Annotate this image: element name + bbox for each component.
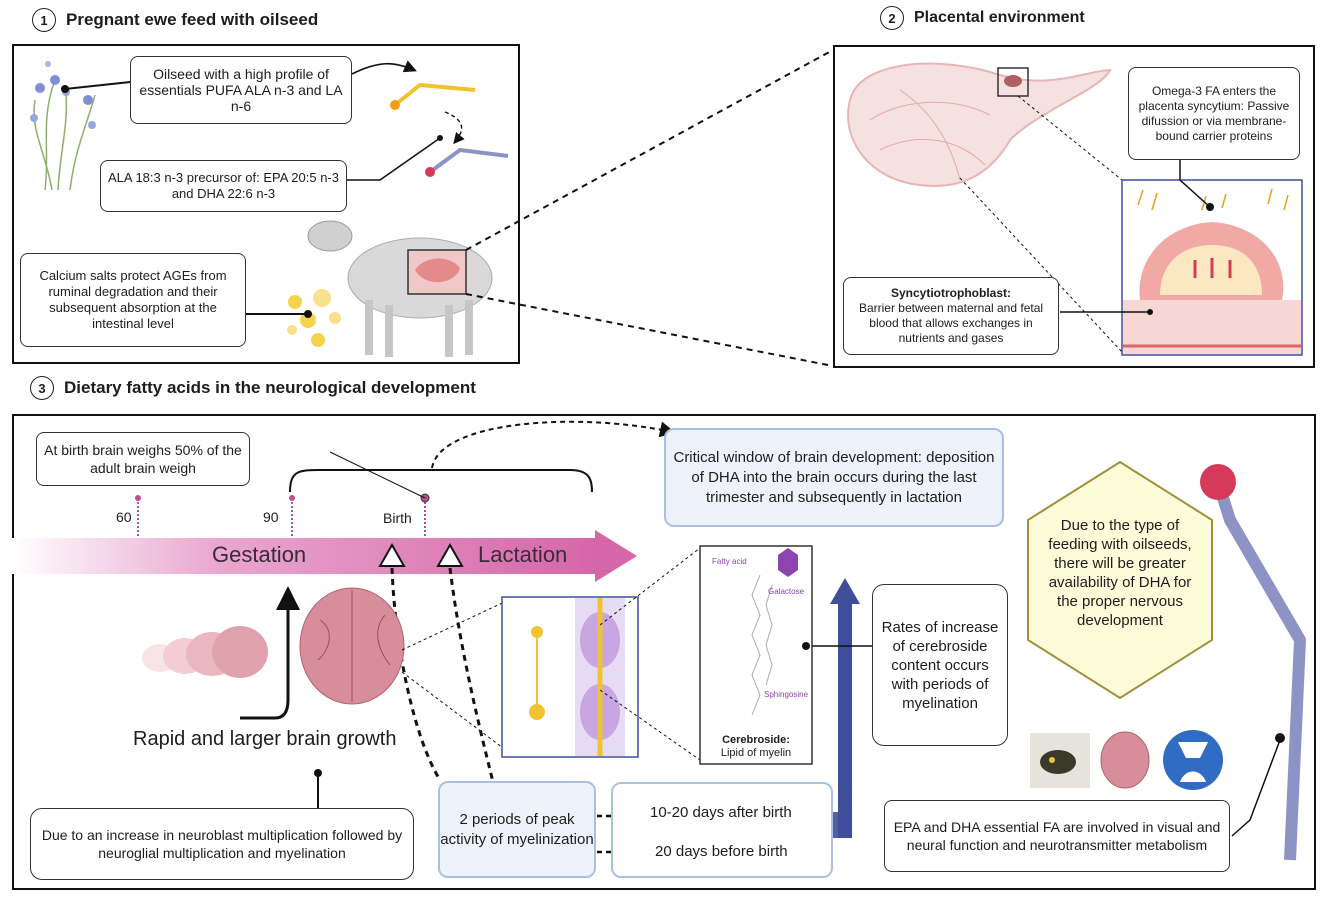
hexagon-shape [1027,460,1213,700]
ala-molecule-icon [390,82,476,110]
timing-box [611,782,833,878]
epa-dha-callout: EPA and DHA essential FA are involved in… [884,800,1230,872]
cerebroside-icon [751,548,798,716]
section3-title-text: Dietary fatty acids in the neurological … [64,378,476,397]
section3-title: 3 Dietary fatty acids in the neurologica… [30,376,476,400]
lactation-label: Lactation [478,542,568,567]
rates-callout: Rates of increase of cerebroside content… [872,584,1008,746]
eye-icon [1040,750,1076,774]
before-birth-label: 20 days before birth [655,843,788,860]
dha-large-icon [1200,464,1306,861]
fatty-acid-label: Fatty acid [712,557,747,566]
tick-90-label: 90 [263,509,279,525]
critical-window-box: Critical window of brain development: de… [664,428,1004,527]
oilseed-callout: Oilseed with a high profile of essential… [130,56,352,124]
syncytio-title: Syncytiotrophoblast: [890,286,1011,300]
ala-callout: ALA 18:3 n-3 precursor of: EPA 20:5 n-3 … [100,160,347,212]
syncytio-callout: Syncytiotrophoblast: Barrier between mat… [843,277,1059,355]
section2-title-text: Placental environment [914,9,1085,26]
brain-growth-icon [142,587,405,705]
after-birth-label: 10-20 days after birth [650,804,792,821]
omega-callout: Omega-3 FA enters the placenta syncytium… [1128,67,1300,160]
peak-periods-box: 2 periods of peak activity of myelinizat… [438,781,596,878]
cerebroside-inset [699,545,813,765]
section1-number: 1 [32,8,56,32]
fat-globules-icon [287,289,341,347]
flax-plant-icon [30,61,96,191]
calcium-callout: Calcium salts protect AGEs from ruminal … [20,253,246,347]
neuroblast-callout: Due to an increase in neuroblast multipl… [30,808,414,880]
timeline-arrow [12,530,637,582]
section1-title-text: Pregnant ewe feed with oilseed [66,10,319,29]
panel-ewe-feed [12,44,520,364]
brain-small-icon [1100,731,1150,789]
synapse-icon [1163,730,1223,790]
section2-number: 2 [880,6,904,30]
tick-birth-label: Birth [383,510,412,526]
panel-neuro [12,414,1316,890]
syncytio-text: Barrier between maternal and fetal blood… [858,301,1044,345]
neuron-icon [529,598,625,756]
cerebroside-title: Cerebroside: [722,734,790,746]
section1-title: 1 Pregnant ewe feed with oilseed [32,8,318,32]
section2-title: 2 Placental environment [880,6,1085,30]
sphingosine-label: Sphingosine [764,690,809,699]
panel-placenta [833,45,1315,368]
gestation-label: Gestation [212,542,307,567]
sheep-icon [307,220,493,357]
section3-number: 3 [30,376,54,400]
triangle-marker-2 [436,542,464,567]
tick-60-label: 60 [116,509,132,525]
villus-icon [1123,222,1301,354]
dha-molecule-icon [425,147,509,177]
placenta-icon [847,62,1112,187]
hexagon-text: Due to the type of feeding with oilseeds… [1048,517,1192,629]
rapid-growth-label: Rapid and larger brain growth [133,728,397,750]
cerebroside-subtitle: Lipid of myelin [720,747,792,759]
triangle-marker-1 [378,542,406,567]
birth-weight-callout: At birth brain weighs 50% of the adult b… [36,432,250,486]
omega-arrows-icon [1137,188,1289,211]
cerebroside-caption: Cerebroside: Lipid of myelin [700,734,812,760]
galactose-label: Galactose [768,587,805,596]
